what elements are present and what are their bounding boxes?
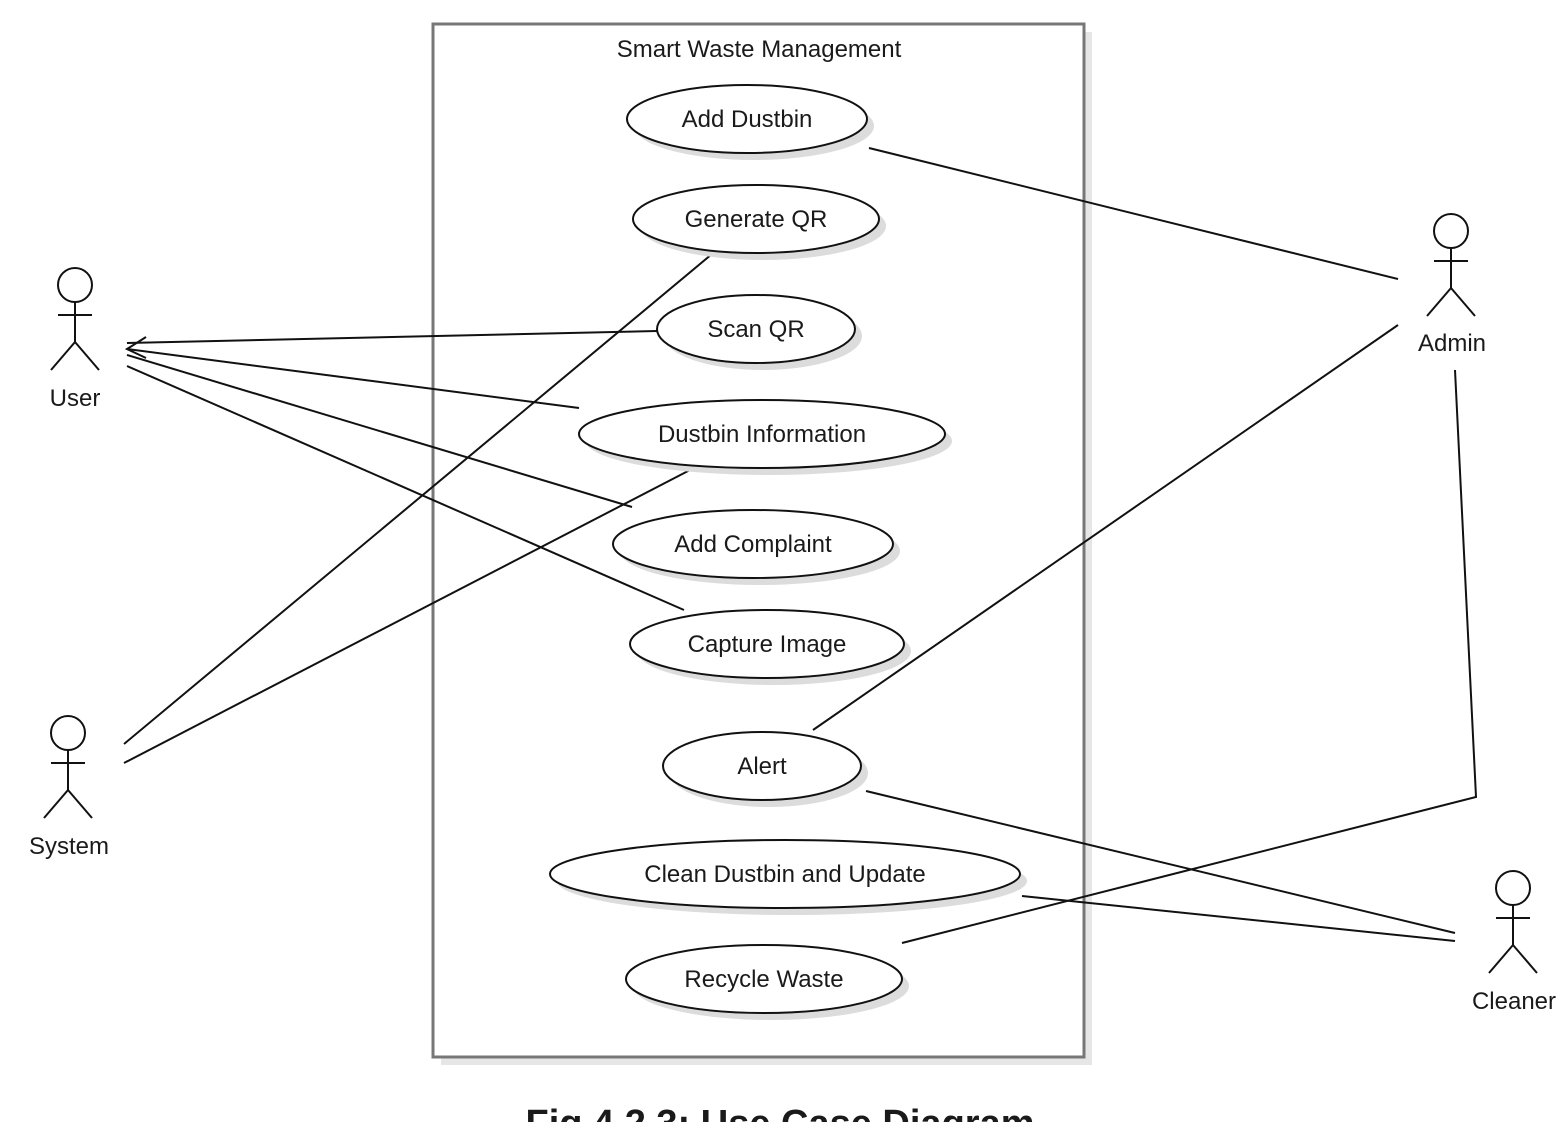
association-system-generate-qr [123,253,713,745]
stick-figure-icon [43,715,93,819]
use-case-add-complaint: Add Complaint [612,509,900,585]
association-admin-add-dustbin [868,147,1399,280]
association-user-scan-qr [126,330,658,344]
actor-cleaner: Cleaner [1472,870,1556,1015]
actor-user: User [50,267,101,412]
use-case-label: Scan QR [707,316,804,343]
use-case-alert: Alert [662,731,868,807]
use-case-add-dustbin: Add Dustbin [626,84,874,160]
use-case-label: Add Dustbin [682,106,813,133]
use-case-recycle-waste: Recycle Waste [625,944,909,1020]
association-cleaner-alert [865,790,1456,934]
use-case-capture-image: Capture Image [629,609,911,685]
stick-figure-icon [1488,870,1538,974]
use-case-label: Add Complaint [674,531,832,558]
use-case-label: Dustbin Information [658,421,866,448]
use-case-label: Recycle Waste [684,966,843,993]
use-case-label: Alert [737,753,787,780]
association-user-dustbin-information [126,348,580,409]
actor-label: Admin [1418,330,1486,357]
use-cases: Add Dustbin Generate QR Scan QR Dustbin … [549,84,1027,1020]
stick-figure-icon [1426,213,1476,317]
association-cleaner-clean-dustbin [1021,895,1456,942]
use-case-scan-qr: Scan QR [656,294,862,370]
use-case-label: Capture Image [688,631,847,658]
actor-label: User [50,385,101,412]
use-case-label: Clean Dustbin and Update [644,861,926,888]
associations [123,147,1478,944]
stick-figure-icon [50,267,100,371]
association-system-dustbin-information [123,469,691,764]
association-user-capture-image [126,365,685,611]
association-user-add-complaint [126,354,633,508]
actor-label: Cleaner [1472,988,1556,1015]
figure-caption: Fig 4.2.3: Use Case Diagram [526,1103,1035,1122]
actor-admin: Admin [1418,213,1486,357]
association-admin-recycle-waste [901,369,1478,944]
actor-label: System [29,833,109,860]
system-title: Smart Waste Management [617,36,902,63]
use-case-label: Generate QR [685,206,828,233]
actor-system: System [29,715,109,860]
use-case-generate-qr: Generate QR [632,184,886,260]
use-case-clean-dustbin-and-update: Clean Dustbin and Update [549,839,1027,915]
association-admin-alert [812,324,1399,731]
user-arrowhead [124,336,147,359]
use-case-dustbin-information: Dustbin Information [578,399,952,475]
